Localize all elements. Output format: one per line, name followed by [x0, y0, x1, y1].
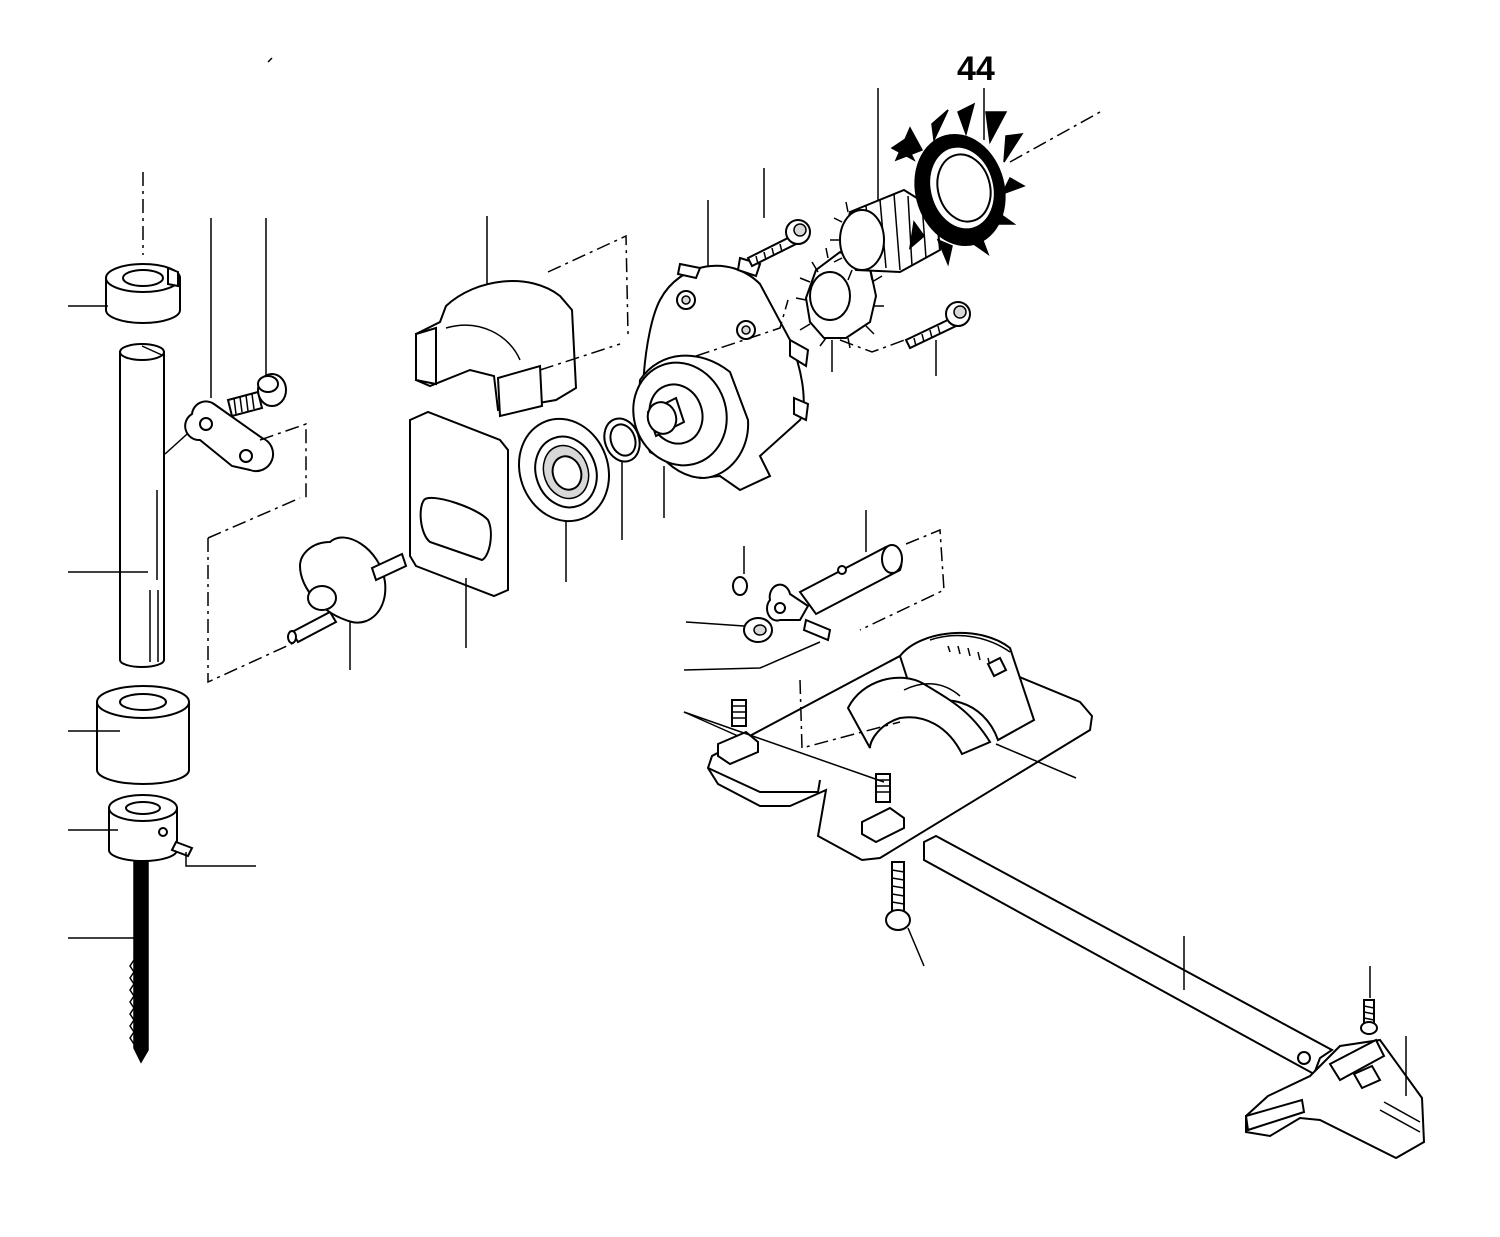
base-plate — [683, 631, 1094, 862]
stray-mark — [267, 57, 273, 63]
link-plate — [184, 400, 275, 473]
housing-cover — [415, 216, 629, 418]
plunger-assembly — [68, 172, 256, 1064]
guide-bushing — [96, 685, 190, 785]
roller-guide-pivot — [683, 510, 945, 671]
gear-housing — [632, 200, 810, 518]
eccentric-cam — [287, 536, 408, 670]
plunger-rod — [119, 343, 165, 668]
fan-gear-assembly: 44 — [830, 50, 1101, 281]
base-screw — [885, 861, 925, 967]
shoulder-stud — [226, 373, 287, 418]
top-collar — [105, 263, 181, 324]
upper-screw — [746, 168, 811, 268]
rip-fence — [923, 834, 1426, 1160]
saw-blade — [129, 861, 149, 1064]
small-pinion-gear — [795, 243, 911, 372]
guide-plate — [409, 410, 509, 648]
ball-bearing — [517, 417, 611, 582]
blade-clamp — [108, 794, 194, 862]
lower-screw — [904, 301, 971, 376]
callout-44: 44 — [957, 50, 995, 88]
crank-link-assembly — [164, 218, 307, 684]
